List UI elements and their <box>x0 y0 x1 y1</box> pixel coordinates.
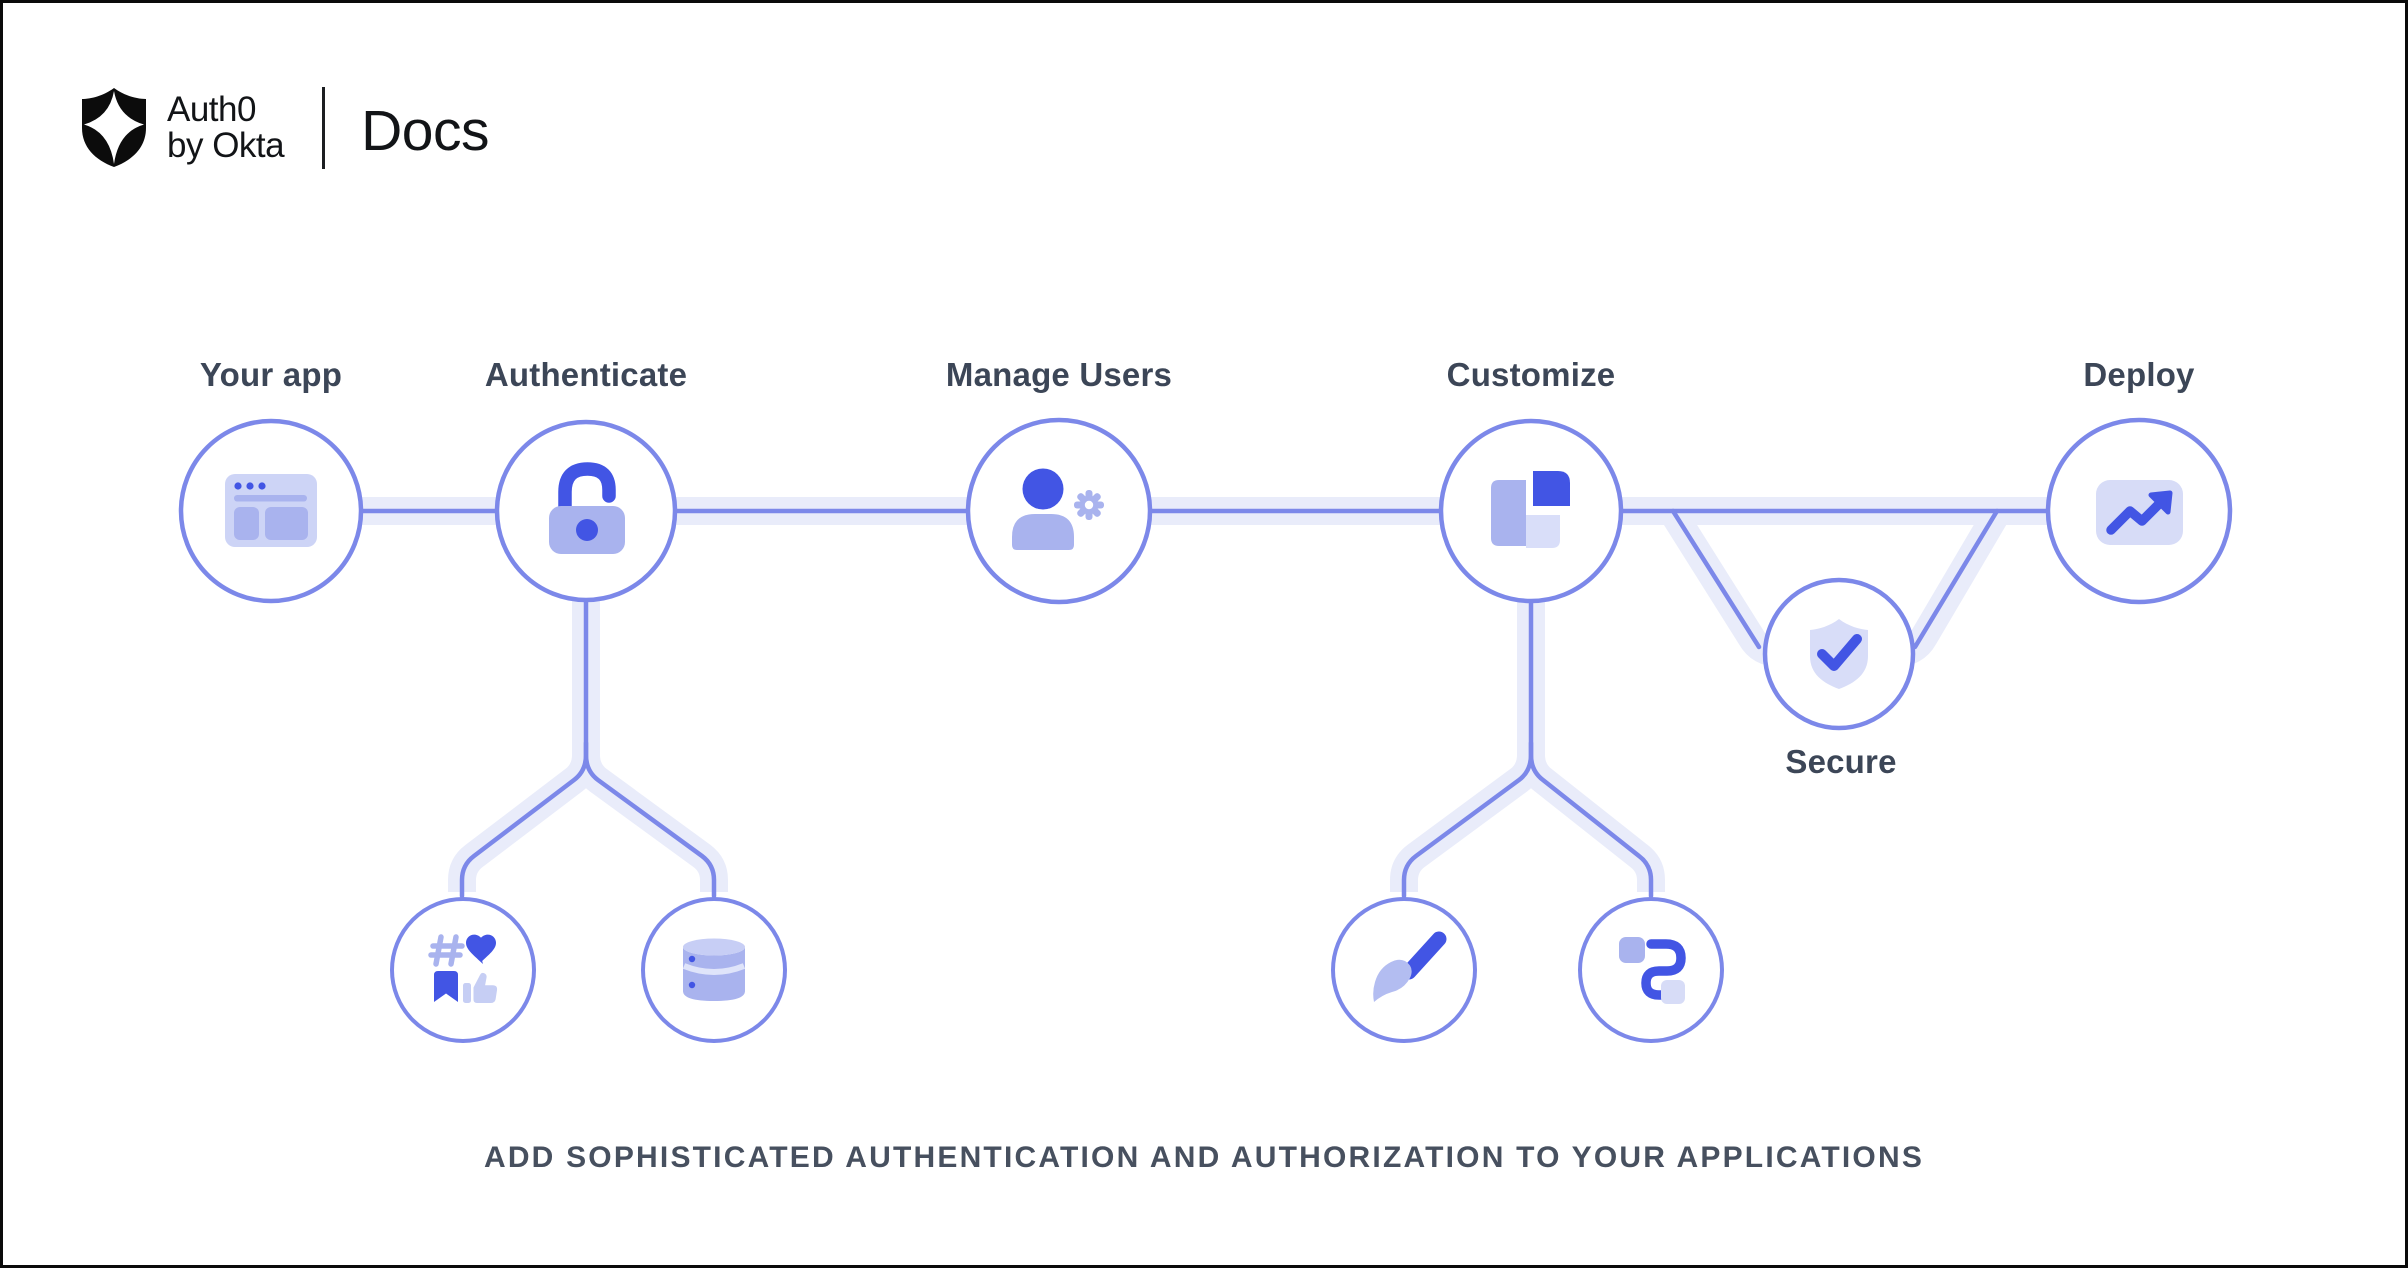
auth-flow-diagram <box>178 417 2233 1043</box>
browser-window-icon <box>225 474 317 547</box>
subnode-social[interactable] <box>390 897 536 1043</box>
user-gear-icon <box>1012 468 1104 550</box>
docs-hero-page: Auth0 by Okta Docs Your app Authenticate… <box>3 3 2405 1265</box>
product-name[interactable]: Docs <box>361 99 489 163</box>
node-label-manage-users: Manage Users <box>945 356 1173 393</box>
thumbs-up-icon <box>463 972 498 1003</box>
connector-route-icon <box>1619 937 1686 1004</box>
social-engagement-icon <box>428 934 498 1003</box>
gear-icon <box>1074 490 1104 520</box>
trending-up-icon <box>2096 480 2183 545</box>
paintbrush-icon <box>1373 931 1447 1002</box>
heart-icon <box>466 934 496 964</box>
header: Auth0 by Okta Docs <box>81 87 489 169</box>
node-customize[interactable] <box>1438 418 1624 604</box>
brand-line2: by Okta <box>167 126 285 165</box>
database-icon <box>682 938 746 1001</box>
node-label-authenticate: Authenticate <box>484 356 688 393</box>
hashtag-icon <box>428 934 465 967</box>
connection-lines <box>268 508 2142 899</box>
node-label-your-app: Your app <box>199 356 343 393</box>
open-lock-icon <box>549 462 625 554</box>
brand-wordmark[interactable]: Auth0 by Okta <box>167 89 285 165</box>
header-divider <box>322 87 326 169</box>
hero-caption: ADD SOPHISTICATED AUTHENTICATION AND AUT… <box>483 1141 1925 1174</box>
brand-line1: Auth0 <box>167 89 256 129</box>
node-label-secure: Secure <box>1785 743 1897 780</box>
node-label-deploy: Deploy <box>2083 356 2195 393</box>
node-manage-users[interactable] <box>965 417 1153 605</box>
layout-blocks-icon <box>1491 471 1570 548</box>
shield-check-icon <box>1810 619 1868 689</box>
bookmark-icon <box>434 971 458 1002</box>
node-label-customize: Customize <box>1446 356 1616 393</box>
auth0-shield-logo-icon[interactable] <box>81 88 147 168</box>
